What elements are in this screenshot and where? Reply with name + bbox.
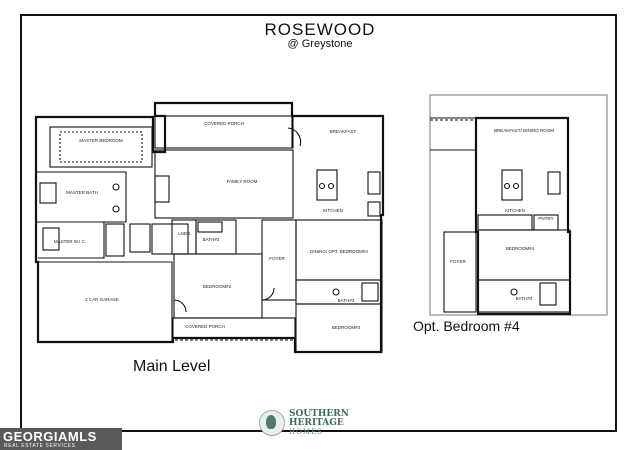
main-level-label: Main Level: [133, 358, 211, 375]
plan-subtitle: @ Greystone: [287, 38, 353, 50]
room-label-bath2: BATH#2: [203, 237, 220, 242]
plan-title: ROSEWOOD: [264, 20, 376, 39]
logo-line1: SOUTHERN: [289, 408, 349, 419]
logo-line3: HOMES: [289, 427, 323, 436]
mls-tagline: REAL ESTATE SERVICES: [4, 443, 76, 449]
builder-logo: SOUTHERN HERITAGE HOMES: [259, 409, 383, 437]
room-label-kitchen: KITCHEN: [323, 208, 343, 213]
tree-logo-icon: [259, 410, 285, 436]
main-level-walls: [34, 101, 385, 354]
room-label-covered-porch-front: COVERED PORCH: [185, 324, 225, 329]
room-label-dining: DINING/ OPT. BEDROOM#4: [310, 249, 368, 254]
logo-line2: HERITAGE: [289, 417, 344, 428]
room-label-foyer: FOYER: [269, 256, 285, 261]
master-bedroom-outline: [49, 126, 153, 168]
mls-name: GEORGIAMLS: [3, 429, 97, 444]
opt-room-label-foyer: FOYER: [450, 259, 466, 264]
opt-bedroom-label: Opt. Bedroom #4: [413, 318, 520, 334]
room-label-laundry: LNDR.: [178, 231, 192, 236]
opt-room-label-bath3: BATH#3: [516, 296, 533, 301]
room-label-master-bath: MASTER BATH: [66, 190, 98, 195]
mls-watermark: GEORGIAMLS REAL ESTATE SERVICES: [0, 428, 122, 450]
room-label-bedroom2: BEDROOM#2: [203, 284, 232, 289]
room-label-master-bedroom: MASTER BEDROOM: [79, 138, 123, 143]
room-label-garage: 2 CAR GARAGE: [85, 297, 119, 302]
opt-room-label-breakfast-dining: BREAKFAST/ DINING ROOM: [494, 128, 554, 133]
room-label-bedroom3: BEDROOM#3: [332, 325, 361, 330]
room-label-covered-porch-rear: COVERED PORCH: [204, 121, 244, 126]
room-label-family-room: FAMILY ROOM: [227, 179, 258, 184]
opt-room-label-bedroom4: BEDROOM#4: [506, 246, 535, 251]
room-label-master-wic: MASTER W.I.C.: [54, 239, 86, 244]
opt-bedroom-walls: [429, 94, 608, 316]
plan-sheet: [20, 14, 617, 432]
room-label-breakfast: BREAKFAST: [330, 129, 357, 134]
opt-room-label-kitchen: KITCHEN: [505, 208, 525, 213]
room-label-bath3: BATH#3: [338, 298, 355, 303]
opt-room-label-pantry: PNTRY: [538, 216, 553, 221]
